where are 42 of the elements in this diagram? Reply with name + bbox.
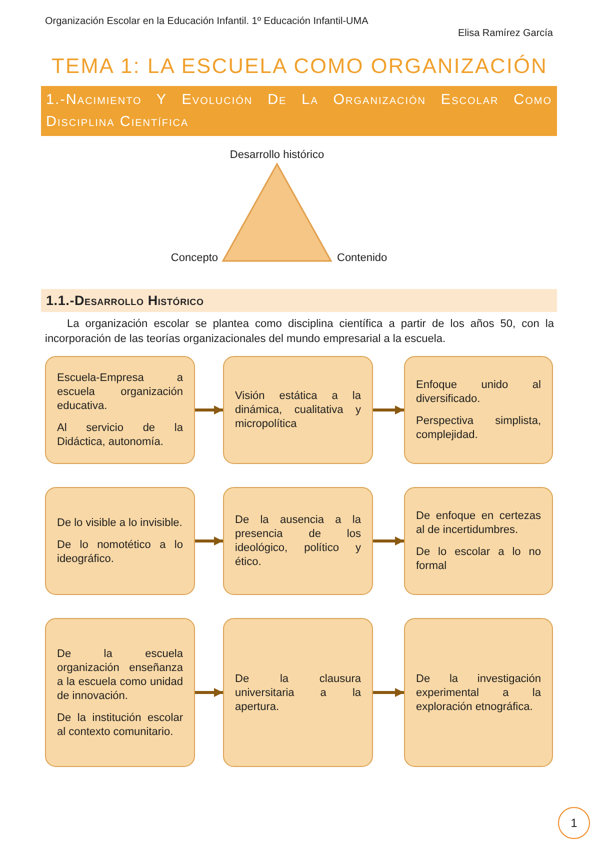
process-box	[45, 356, 195, 464]
vertex-label: Contenido	[337, 252, 388, 264]
section-heading: 1.1.-Desarrollo Histórico	[46, 292, 205, 310]
triangle-shape	[222, 163, 332, 262]
arrow	[373, 536, 404, 546]
arrow	[373, 406, 404, 414]
page-number-circle	[558, 807, 590, 839]
box-text: Visión estática a la dinámica, cualitativa y micropolítica	[235, 389, 361, 431]
process-box	[223, 618, 373, 767]
box-text: De enfoque en certezas al de incertidumbres.	[416, 509, 541, 537]
vertex-label: Desarrollo histórico	[230, 149, 324, 161]
process-box	[404, 487, 553, 595]
box-text: Al servicio de la Didáctica, autonomía.	[57, 421, 183, 449]
box-text: De la investigación experimental a la exploración etnográfica.	[416, 672, 541, 714]
process-box	[223, 487, 373, 595]
box-text: Perspectiva simplista, complejidad.	[416, 414, 541, 442]
box-text: De la escuela organización enseñanza a la escuela como unidad de innovación.	[57, 646, 183, 702]
heading-band	[41, 289, 557, 312]
process-box	[404, 618, 553, 767]
box-text: De la ausencia a la presencia de los ideológico, político y ético.	[235, 513, 361, 569]
box-text: Enfoque unido al diversificado.	[416, 378, 541, 406]
page-header-text: Elisa Ramírez García	[458, 28, 553, 39]
process-box	[404, 356, 553, 464]
page-number: 1	[570, 816, 578, 830]
body-paragraph: La organización escolar se plantea como disciplina científica a partir de los años 50, con la incorporación de las teorías organizacionales del mundo empresarial a la escuela.	[45, 317, 554, 347]
page-header-text: Organización Escolar en la Educación Infantil. 1º Educación Infantil-UMA	[45, 16, 368, 27]
box-text: De la clausura universitaria a la apertura.	[235, 672, 361, 714]
arrow	[195, 688, 223, 697]
process-box	[223, 356, 373, 464]
box-text: Escuela-Empresa a escuela organización educativa.	[57, 371, 183, 413]
box-text: De lo escolar a lo no formal	[416, 545, 541, 573]
process-box	[45, 487, 195, 595]
box-text: De la institución escolar al contexto comunitario.	[57, 710, 183, 738]
arrow	[373, 688, 404, 697]
process-box	[45, 618, 195, 767]
section-heading: 1.-Nacimiento Y Evolución De La Organización Escolar Como Disciplina Científica	[46, 91, 552, 132]
box-text: De lo visible a lo invisible.	[57, 516, 183, 530]
arrow	[195, 536, 223, 546]
vertex-label: Concepto	[170, 252, 218, 264]
document-title: TEMA 1: LA ESCUELA COMO ORGANIZACIÓN	[50, 55, 548, 79]
arrow	[195, 406, 223, 414]
box-text: De lo nomotético a lo ideográfico.	[57, 538, 183, 566]
